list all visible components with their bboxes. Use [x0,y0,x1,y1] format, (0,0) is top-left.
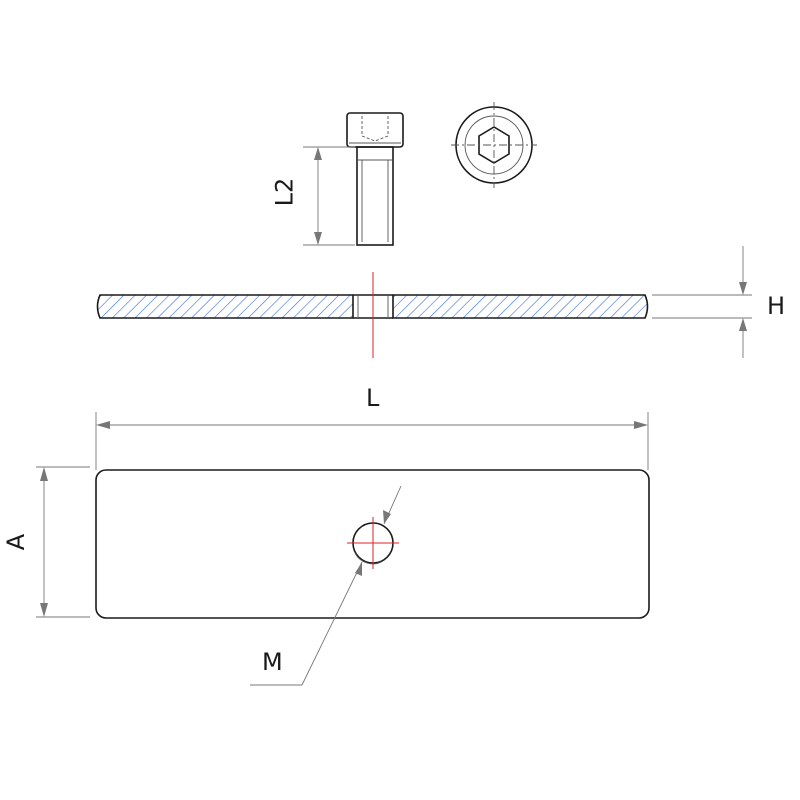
a-dimension [36,466,90,618]
plate-section-view [96,272,649,358]
l-label: L [366,384,380,412]
m-label: M [262,648,283,676]
l2-label: L2 [270,177,299,207]
m-leader [250,485,402,686]
l2-dimension [303,146,355,246]
h-label: H [767,292,786,320]
h-dimension [652,246,752,358]
screw-top-view [451,102,537,188]
a-label: A [2,533,31,551]
screw-side-view [346,112,404,246]
plate-top-view [95,469,650,619]
l-dimension [95,412,649,470]
